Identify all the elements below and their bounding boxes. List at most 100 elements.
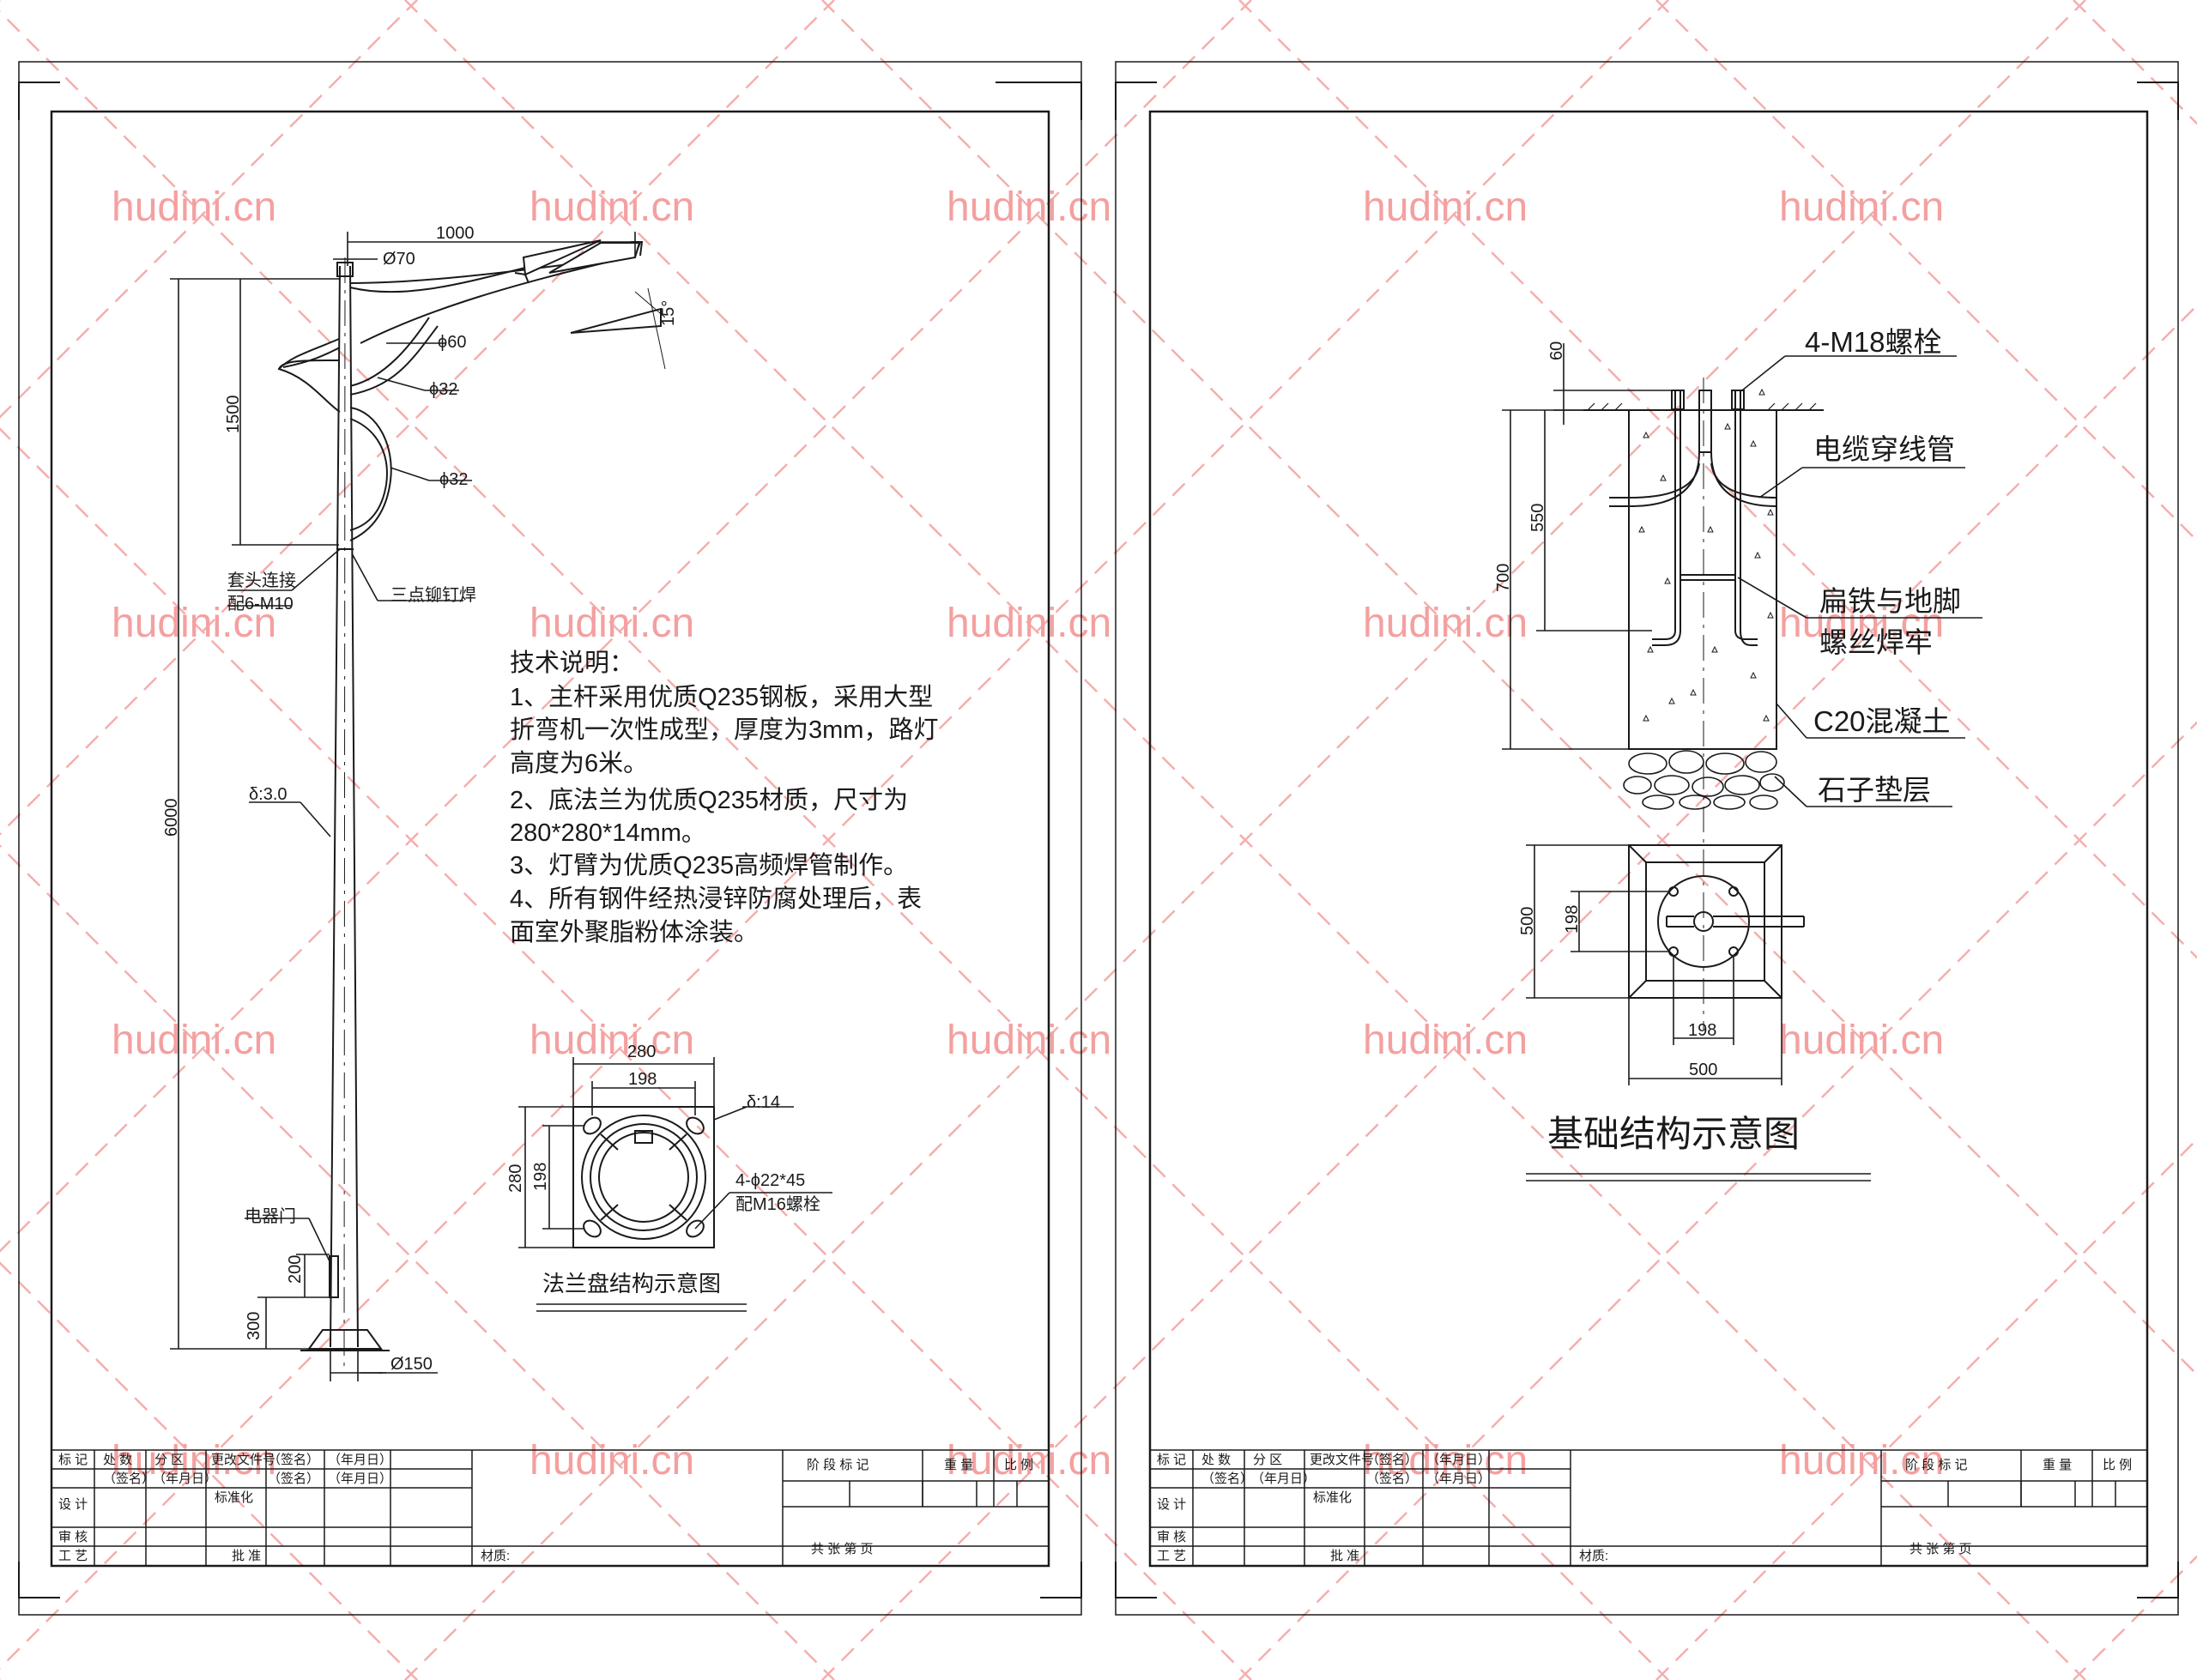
gravel-label: 石子垫层 [1818, 774, 1931, 806]
notes-line-8: 面室外聚脂粉体涂装。 [510, 918, 759, 946]
watermark-text: hudini.cn [530, 1018, 694, 1063]
dim-plan-bolt-h: 198 [1688, 1021, 1716, 1040]
dim-arm-length: 1000 [436, 224, 475, 243]
title-block-date: （年月日） [1426, 1453, 1491, 1467]
weld-label-1: 扁铁与地脚 [1819, 585, 1961, 617]
bolt-label: 4-M18螺栓 [1805, 326, 1942, 358]
title-block-doc_no: 更改文件号 [211, 1453, 275, 1467]
weld-label-2: 螺丝焊牢 [1819, 626, 1933, 658]
title-block-approve: 批 准 [1330, 1549, 1359, 1563]
notes-line-4: 2、底法兰为优质Q235材质，尺寸为 [510, 786, 908, 814]
watermark-text: hudini.cn [530, 184, 694, 230]
title-block-sheets: 共 张 第 页 [1910, 1541, 1972, 1556]
flange-drawing [572, 1106, 715, 1248]
watermark-text: hudini.cn [112, 1438, 276, 1484]
title-block-date: （年月日） [1251, 1472, 1316, 1486]
title-block-doc_no: 更改文件号 [1310, 1453, 1374, 1467]
title-block-design: 设 计 [1157, 1497, 1186, 1512]
watermark-text: hudini.cn [1779, 184, 1944, 230]
dim-plan-bolt-v: 198 [1563, 905, 1582, 934]
flange-labels: 280 198 280 198 δ:14 4-ϕ22*45 配M16螺栓 法兰盘… [506, 1042, 820, 1296]
title-block-sign: （签名） [268, 1472, 319, 1486]
dim-embed: 550 [1528, 504, 1547, 532]
door-label: 电器门 [245, 1206, 296, 1226]
title-block-process: 工 艺 [58, 1549, 88, 1563]
title-block-scale: 比 例 [1004, 1458, 1033, 1472]
notes-line-7: 4、所有钢件经热浸锌防腐处理后，表 [510, 885, 922, 913]
dim-depth: 700 [1494, 564, 1513, 592]
flange-dim-outer: 280 [627, 1042, 656, 1061]
watermark-text: hudini.cn [947, 184, 1111, 230]
title-block-stage: 阶 段 标 记 [807, 1458, 869, 1472]
watermark-text: hudini.cn [530, 601, 694, 646]
dim-arm-dia: ϕ60 [438, 333, 466, 352]
watermark-text: hudini.cn [530, 1438, 694, 1484]
title-block-zone: 分 区 [1253, 1453, 1282, 1467]
title-block-weight: 重 量 [944, 1458, 973, 1472]
title-block-approve: 批 准 [232, 1549, 261, 1563]
dim-door-base: 300 [245, 1312, 263, 1340]
title-block-stage: 阶 段 标 记 [1905, 1458, 1968, 1472]
notes-line-2: 折弯机一次性成型，厚度为3mm，路灯 [510, 716, 938, 744]
foundation-labels: 60 550 700 4-M18螺栓 电缆穿线管 扁铁与地脚 螺丝焊牢 C20混… [1494, 326, 1961, 1154]
foundation-dimensions [1502, 343, 1982, 807]
title-block-mark: 标 记 [1157, 1453, 1186, 1467]
watermark-text: hudini.cn [1363, 184, 1528, 230]
door-panel [329, 1255, 339, 1298]
dim-total-height: 6000 [162, 799, 181, 837]
pole-dimensions [170, 232, 636, 1381]
title-block-standard: 标准化 [1313, 1490, 1352, 1505]
title-block-zone: 分 区 [154, 1453, 184, 1467]
watermark-text: hudini.cn [1363, 601, 1528, 646]
flange-dim-outer-v: 280 [506, 1164, 525, 1193]
dim-bolt-top: 60 [1547, 341, 1566, 360]
technical-notes: 技术说明： 1、主杆采用优质Q235钢板，采用大型 折弯机一次性成型，厚度为3m… [510, 649, 938, 946]
dim-top-dia: Ø70 [383, 250, 415, 269]
watermark-text: hudini.cn [1363, 1018, 1528, 1063]
flange-holes: 4-ϕ22*45 [735, 1171, 805, 1190]
notes-line-1: 1、主杆采用优质Q235钢板，采用大型 [510, 683, 933, 711]
title-block-design: 设 计 [58, 1497, 88, 1512]
title-block-sign: （签名） [103, 1472, 154, 1486]
foundation-section [1583, 378, 1824, 1030]
watermark-text: hudini.cn [112, 184, 276, 230]
title-block-date: （年月日） [328, 1472, 392, 1486]
title-block-left: 标 记处 数分 区更改文件号（签名）（年月日）设 计（签名）（年月日）标准化（签… [51, 1449, 1050, 1567]
watermark-text: hudini.cn [947, 1438, 1111, 1484]
concrete-label: C20混凝土 [1813, 705, 1951, 737]
title-block-weight: 重 量 [2043, 1458, 2072, 1472]
title-block-mark: 标 记 [58, 1453, 88, 1467]
watermark-text: hudini.cn [947, 1018, 1111, 1063]
rivet-label: 三点铆钉焊 [390, 585, 476, 605]
flange-bolts: 配M16螺栓 [735, 1194, 820, 1214]
notes-line-6: 3、灯臂为优质Q235高频焊管制作。 [510, 851, 908, 879]
sleeve-label-1: 套头连接 [227, 571, 296, 590]
title-block-date: （年月日） [153, 1472, 217, 1486]
flange-title: 法兰盘结构示意图 [542, 1271, 721, 1296]
notes-line-5: 280*280*14mm。 [510, 819, 706, 847]
dim-angle: 15° [659, 300, 678, 326]
title-block-date: （年月日） [1426, 1472, 1491, 1486]
title-block-scale: 比 例 [2103, 1458, 2132, 1472]
title-block-sign: （签名） [1366, 1453, 1418, 1467]
title-block-review: 审 核 [58, 1530, 88, 1544]
cable-label: 电缆穿线管 [1813, 433, 1955, 465]
flange-thickness: δ:14 [747, 1093, 780, 1112]
notes-heading: 技术说明： [510, 649, 634, 677]
watermark-text: hudini.cn [947, 601, 1111, 646]
pole-labels: 1000 Ø70 ϕ60 ϕ32 ϕ32 15° 1500 6000 套头连接 … [162, 224, 678, 1374]
title-block-sheets: 共 张 第 页 [811, 1541, 874, 1556]
watermark-text: hudini.cn [1779, 1438, 1944, 1484]
dim-plan-h: 500 [1689, 1061, 1717, 1079]
title-block-date: （年月日） [328, 1453, 392, 1467]
title-block-sign: （签名） [1366, 1472, 1418, 1486]
flange-dim-bolt-v: 198 [531, 1163, 550, 1191]
watermark-text: hudini.cn [1363, 1438, 1528, 1484]
title-block-material: 材质: [481, 1549, 510, 1563]
title-block-review: 审 核 [1157, 1530, 1186, 1544]
pole-base [307, 1329, 383, 1350]
title-block-sign: （签名） [1201, 1472, 1253, 1486]
dim-door-height: 200 [286, 1255, 305, 1284]
title-block-count: 处 数 [103, 1453, 132, 1467]
